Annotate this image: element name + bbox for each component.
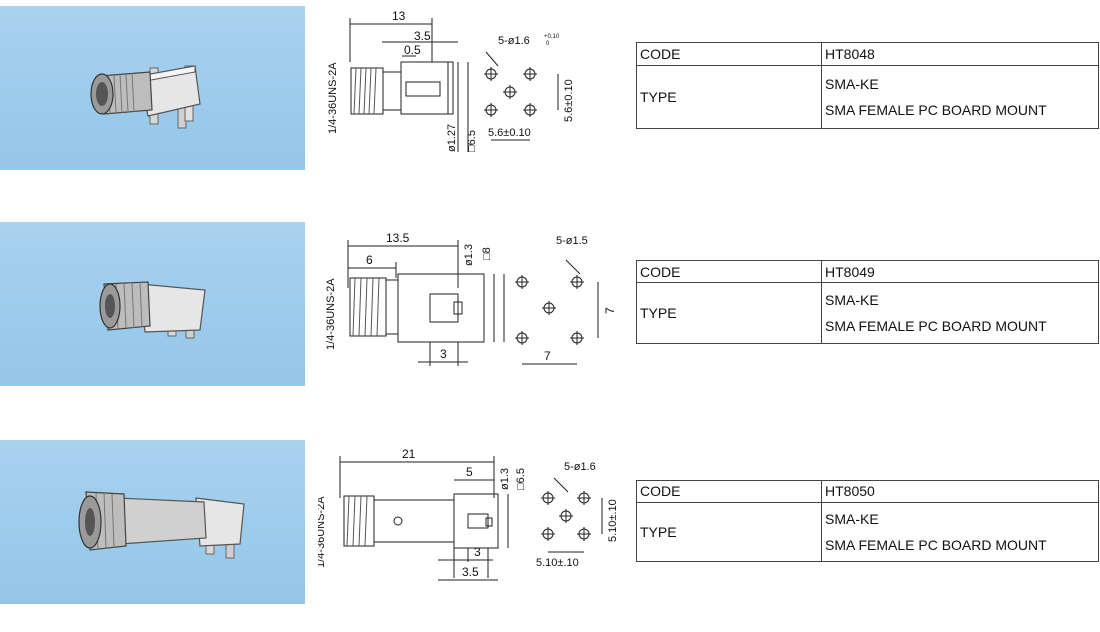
type-line-1: SMA-KE [825, 292, 879, 309]
spec-table: CODE HT8048 TYPE SMA-KE SMA FEMALE PC BO… [636, 41, 1099, 129]
dim-pitch-v: 7 [603, 307, 617, 314]
dim-pitch-v: 5.10±.10 [607, 499, 618, 542]
dim-square: □8 [481, 247, 493, 260]
type-line-2: SMA FEMALE PC BOARD MOUNT [825, 102, 1047, 119]
code-value: HT8048 [821, 41, 1099, 67]
dim-holes: 5-ø1.5 [556, 235, 588, 247]
thread-spec: 1/4-36UNS-2A [318, 496, 327, 568]
type-line-2: SMA FEMALE PC BOARD MOUNT [825, 318, 1047, 335]
thread-spec: 1/4-36UNS-2A [327, 62, 339, 134]
spec-table: CODE HT8049 TYPE SMA-KE SMA FEMALE PC BO… [636, 259, 1099, 344]
dim-d1: 3.5 [414, 29, 431, 43]
dim-d1: 5 [466, 465, 473, 479]
type-value: SMA-KE SMA FEMALE PC BOARD MOUNT [821, 501, 1099, 563]
code-label: CODE [636, 41, 822, 67]
dim-pitch-h: 5.10±.10 [536, 557, 579, 569]
technical-drawing: 21 5 3 3.5 1/4-36UNS-2A ø1.3 □6.5 5-ø1.6… [318, 447, 618, 581]
dim-holes: 5-ø1.6 [564, 461, 596, 473]
spec-table: CODE HT8050 TYPE SMA-KE SMA FEMALE PC BO… [636, 480, 1099, 563]
product-row: 13.5 6 3 1/4-36UNS-2A ø1.3 □8 5-ø1.5 7 7… [0, 218, 1100, 388]
dim-d3: 3.5 [462, 565, 479, 579]
technical-drawing: 13.5 6 3 1/4-36UNS-2A ø1.3 □8 5-ø1.5 7 7 [325, 231, 617, 366]
dim-pitch-h: 7 [544, 349, 551, 363]
dim-d2: 0.5 [404, 43, 421, 57]
type-label: TYPE [636, 501, 822, 563]
dim-length: 13 [392, 9, 406, 23]
type-value: SMA-KE SMA FEMALE PC BOARD MOUNT [821, 65, 1099, 129]
dim-square: □6.5 [466, 130, 478, 152]
dim-pin-dia: ø1.3 [463, 244, 475, 266]
type-label: TYPE [636, 282, 822, 344]
connector-photo [0, 440, 305, 604]
dim-pitch-v: 5.6±0.10 [563, 79, 575, 122]
code-value: HT8050 [821, 480, 1099, 503]
dim-square: □6.5 [515, 468, 527, 490]
type-line-1: SMA-KE [825, 76, 879, 93]
type-label: TYPE [636, 65, 822, 129]
code-label: CODE [636, 480, 822, 503]
dim-tol-upper: +0.10 [544, 34, 560, 40]
dim-d2: 3 [474, 545, 481, 559]
dim-tol-lower: 0 [546, 41, 550, 47]
dim-d2: 3 [440, 347, 447, 361]
dim-pitch-h: 5.6±0.10 [488, 127, 531, 139]
dim-holes: 5-ø1.6 [498, 35, 530, 47]
code-value: HT8049 [821, 259, 1099, 284]
connector-photo [0, 6, 305, 170]
dim-pin-dia: ø1.3 [499, 468, 511, 490]
dim-pin-dia: ø1.27 [446, 124, 458, 152]
type-line-1: SMA-KE [825, 510, 879, 527]
technical-drawing: 13 3.5 0.5 1/4-36UNS-2A ø1.27 □6.5 5-ø1.… [327, 9, 575, 152]
type-line-2: SMA FEMALE PC BOARD MOUNT [825, 536, 1047, 553]
type-value: SMA-KE SMA FEMALE PC BOARD MOUNT [821, 282, 1099, 344]
product-row: 13 3.5 0.5 1/4-36UNS-2A ø1.27 □6.5 5-ø1.… [0, 2, 1100, 172]
dim-d1: 6 [366, 253, 373, 267]
dim-length: 21 [402, 447, 416, 461]
dim-length: 13.5 [386, 231, 410, 245]
product-row: 21 5 3 3.5 1/4-36UNS-2A ø1.3 □6.5 5-ø1.6… [0, 438, 1100, 608]
connector-photo [0, 222, 305, 386]
code-label: CODE [636, 259, 822, 284]
thread-spec: 1/4-36UNS-2A [325, 278, 337, 350]
